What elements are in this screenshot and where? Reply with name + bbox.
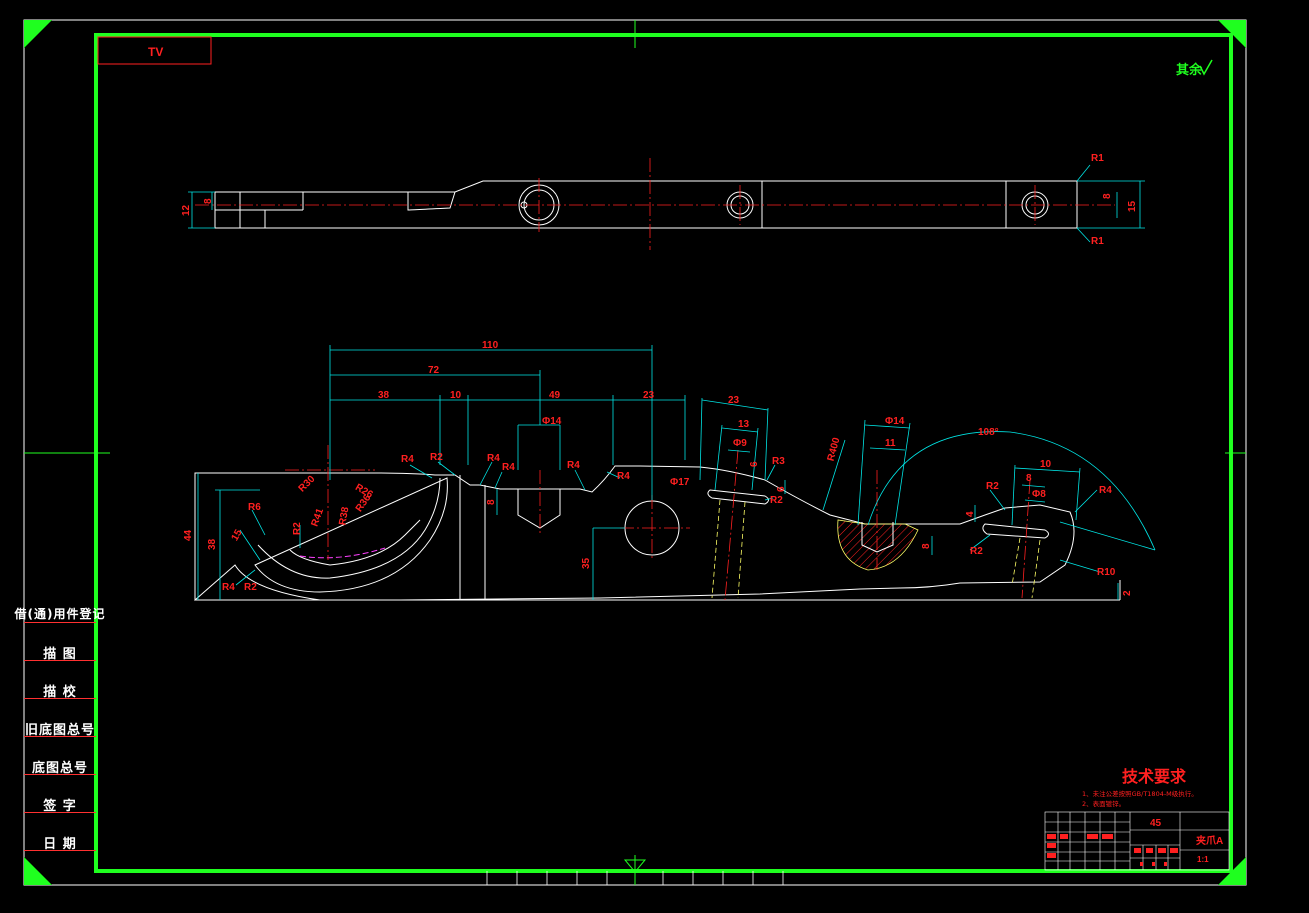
svg-text:R400: R400: [826, 436, 843, 462]
svg-text:10: 10: [450, 390, 462, 401]
svg-text:15: 15: [1127, 200, 1138, 212]
svg-text:6: 6: [776, 486, 787, 492]
svg-text:110: 110: [482, 340, 499, 351]
svg-text:38: 38: [378, 390, 390, 401]
sidebar-item-tracing: 描 图: [43, 647, 77, 662]
svg-text:8: 8: [921, 543, 932, 549]
svg-text:2: 2: [1122, 590, 1133, 596]
svg-text:R4: R4: [401, 454, 414, 465]
title-block-part-name: 夹爪A: [1196, 834, 1223, 847]
svg-text:4: 4: [965, 511, 976, 517]
svg-text:6: 6: [749, 461, 760, 467]
svg-text:23: 23: [728, 395, 740, 406]
roughness-label: 其余: [1176, 62, 1203, 78]
svg-text:R2: R2: [244, 582, 257, 593]
sidebar-item-registration: 借(通)用件登记: [14, 607, 106, 621]
svg-text:R38: R38: [337, 506, 351, 526]
svg-text:72: 72: [428, 365, 440, 376]
svg-text:R2: R2: [430, 452, 443, 463]
tech-req-line-1: 1、未注公差按照GB/T1804-M级执行。: [1082, 789, 1198, 798]
tech-req-line-2: 2、表面镀锌。: [1082, 799, 1125, 808]
svg-text:8: 8: [486, 499, 497, 505]
sidebar-item-old-base-number: 旧底图总号: [24, 723, 95, 738]
sidebar-item-base-number: 底图总号: [31, 761, 88, 776]
technical-requirements: 技术要求 1、未注公差按照GB/T1804-M级执行。 2、表面镀锌。: [1082, 767, 1198, 808]
svg-text:R3: R3: [772, 456, 785, 467]
drawing-code: TV: [148, 45, 163, 59]
svg-text:R4: R4: [502, 462, 515, 473]
svg-text:R2: R2: [292, 522, 303, 535]
svg-text:R6: R6: [248, 502, 261, 513]
svg-text:13: 13: [738, 419, 750, 430]
tech-req-title: 技术要求: [1122, 767, 1187, 786]
svg-text:Φ17: Φ17: [670, 477, 690, 488]
svg-text:8: 8: [1102, 193, 1113, 199]
front-view: 110 72 38 10 49 23 23 13 Φ9 Φ14 Φ14 11 1…: [183, 340, 1156, 602]
svg-text:12: 12: [181, 204, 192, 216]
roughness-check-icon: [1199, 59, 1213, 76]
svg-text:R1: R1: [1091, 153, 1104, 164]
svg-text:44: 44: [183, 529, 194, 541]
svg-text:R4: R4: [567, 460, 580, 471]
svg-text:15: 15: [230, 527, 245, 543]
svg-text:Φ14: Φ14: [542, 416, 562, 427]
svg-text:R30: R30: [297, 473, 318, 494]
svg-text:R2: R2: [770, 495, 783, 506]
sidebar-item-signature: 签 字: [43, 799, 77, 814]
svg-text:8: 8: [1026, 473, 1032, 484]
svg-text:11: 11: [885, 438, 896, 449]
svg-text:Φ9: Φ9: [733, 438, 747, 449]
title-block-scale: 1:1: [1197, 855, 1209, 864]
svg-text:Φ8: Φ8: [1032, 489, 1046, 500]
drawing-frame: [23, 19, 1247, 886]
svg-text:R4: R4: [487, 453, 500, 464]
svg-text:R10: R10: [1097, 567, 1116, 578]
svg-text:R4: R4: [617, 471, 630, 482]
svg-text:38: 38: [207, 538, 218, 550]
svg-text:35: 35: [581, 557, 592, 569]
svg-text:R1: R1: [1091, 236, 1104, 247]
title-block: [1044, 811, 1230, 871]
svg-text:49: 49: [549, 390, 561, 401]
svg-text:R2: R2: [970, 546, 983, 557]
svg-text:8: 8: [203, 198, 214, 204]
sidebar-item-date: 日 期: [43, 837, 77, 852]
svg-text:10: 10: [1040, 459, 1052, 470]
svg-text:R4: R4: [222, 582, 235, 593]
roughness-note: 其余: [1176, 59, 1213, 78]
svg-text:R2: R2: [986, 481, 999, 492]
sidebar-item-trace-check: 描 校: [43, 685, 77, 700]
title-block-cell-marks: [1047, 834, 1178, 866]
svg-text:108°: 108°: [978, 427, 999, 438]
svg-text:Φ14: Φ14: [885, 416, 905, 427]
top-view: 12 8 8 15 R1 R1: [181, 153, 1145, 250]
svg-text:23: 23: [643, 390, 655, 401]
drawing-code-box: TV: [97, 36, 212, 65]
svg-text:R41: R41: [310, 507, 327, 528]
title-block-material: 45: [1150, 818, 1162, 829]
svg-text:R4: R4: [1099, 485, 1112, 496]
